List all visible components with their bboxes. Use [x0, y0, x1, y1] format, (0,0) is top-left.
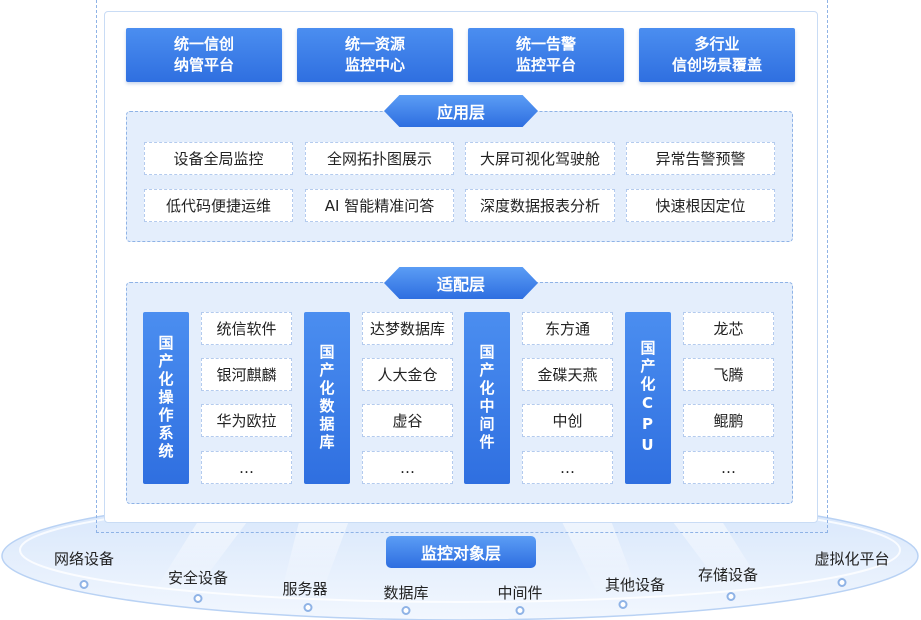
object-label: 虚拟化平台: [814, 550, 890, 568]
category-middleware: 国产化中间件: [464, 312, 510, 484]
top-block-line: 统一资源: [344, 35, 405, 53]
object-dot: [303, 603, 313, 612]
category-database: 国产化数据库: [304, 312, 350, 484]
top-block-industry-coverage: 多行业 信创场景覆盖: [639, 28, 795, 82]
app-item: 低代码便捷运维: [144, 189, 293, 222]
adapt-item: 人大金仓: [362, 358, 453, 391]
app-item: 异常告警预警: [626, 142, 775, 175]
object-dot: [515, 606, 525, 615]
app-item: 大屏可视化驾驶舱: [465, 142, 615, 175]
object-dot: [193, 594, 203, 603]
adapt-item: …: [683, 451, 774, 484]
object-label: 网络设备: [53, 550, 115, 568]
adapt-item: 银河麒麟: [201, 358, 292, 391]
category-os: 国产化操作系统: [143, 312, 189, 484]
top-block-line: 信创场景覆盖: [671, 56, 762, 74]
adapt-item: …: [522, 451, 613, 484]
adapt-item: 鲲鹏: [683, 404, 774, 437]
object-dot: [618, 600, 628, 609]
adapt-item: 飞腾: [683, 358, 774, 391]
object-dot: [726, 592, 736, 601]
adapt-item: 中创: [522, 404, 613, 437]
app-item: AI 智能精准问答: [305, 189, 454, 222]
object-label: 中间件: [497, 584, 543, 602]
adaptation-layer-title: 适配层: [384, 267, 538, 299]
application-layer-panel: [126, 111, 793, 242]
object-label: 存储设备: [697, 566, 759, 584]
top-block-line: 多行业: [694, 35, 740, 53]
object-label: 数据库: [383, 584, 429, 602]
app-item: 快速根因定位: [626, 189, 775, 222]
adapt-item: 统信软件: [201, 312, 292, 345]
top-block-line: 纳管平台: [173, 56, 234, 74]
object-dot: [837, 578, 847, 587]
adapt-item: 金碟天燕: [522, 358, 613, 391]
app-item: 设备全局监控: [144, 142, 293, 175]
top-block-line: 统一信创: [173, 35, 234, 53]
monitor-layer-title: 监控对象层: [386, 536, 536, 568]
top-block-alert-platform: 统一告警 监控平台: [468, 28, 624, 82]
adapt-item: 华为欧拉: [201, 404, 292, 437]
object-label: 服务器: [282, 580, 328, 598]
object-dot: [79, 580, 89, 589]
adapt-item: 达梦数据库: [362, 312, 453, 345]
top-block-line: 监控平台: [515, 56, 576, 74]
object-label: 安全设备: [167, 569, 229, 587]
adapt-item: …: [201, 451, 292, 484]
adapt-item: 龙芯: [683, 312, 774, 345]
application-layer-title: 应用层: [384, 95, 538, 127]
top-block-line: 统一告警: [515, 35, 576, 53]
top-block-unified-management: 统一信创 纳管平台: [126, 28, 282, 82]
category-cpu: 国产化CPU: [625, 312, 671, 484]
app-item: 全网拓扑图展示: [305, 142, 454, 175]
top-block-line: 监控中心: [344, 56, 405, 74]
object-dot: [401, 606, 411, 615]
app-item: 深度数据报表分析: [465, 189, 615, 222]
adapt-item: 虚谷: [362, 404, 453, 437]
outer-frame: [96, 0, 828, 533]
object-label: 其他设备: [604, 576, 666, 594]
adapt-item: 东方通: [522, 312, 613, 345]
top-block-resource-monitor: 统一资源 监控中心: [297, 28, 453, 82]
adapt-item: …: [362, 451, 453, 484]
